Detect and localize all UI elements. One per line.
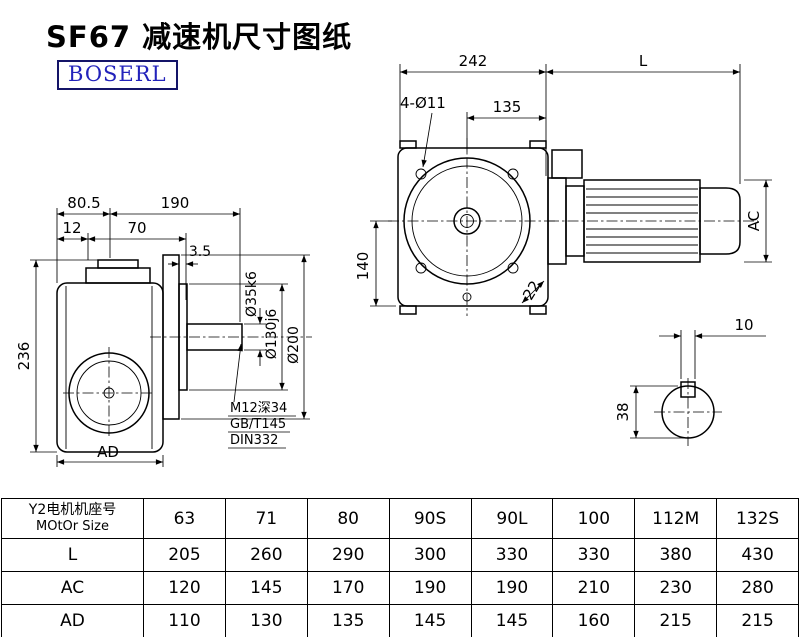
value-cell: 205 xyxy=(143,538,226,572)
value-cell: 145 xyxy=(470,604,554,637)
logo-text: BOSERL xyxy=(68,62,167,86)
bolt-hole xyxy=(507,168,519,180)
front-view-dimensions: 242 L 135 4-Ø11 140 22 AC xyxy=(354,52,772,307)
side-view-geometry xyxy=(56,254,312,453)
note-thread-label: M12深34 xyxy=(230,401,287,416)
dim-22-label: 22 xyxy=(519,277,544,303)
motor-size-en: MOtOr Size xyxy=(36,519,109,535)
front-view-geometry xyxy=(388,138,758,316)
dim-4xO11-label: 4-Ø11 xyxy=(400,94,446,112)
value-cell: 260 xyxy=(224,538,308,572)
motor-size-cn: Y2电机机座号 xyxy=(28,502,117,519)
value-cell: 170 xyxy=(306,571,390,605)
bolt-hole xyxy=(415,168,427,180)
row-label-AD: AD xyxy=(1,604,144,637)
value-cell: 380 xyxy=(634,538,718,572)
value-cell: 135 xyxy=(306,604,390,637)
dim-242-label: 242 xyxy=(459,52,488,70)
dim-AD-label: AD xyxy=(97,443,119,461)
side-view-dimensions: 80.5 190 12 70 3.5 236 AD xyxy=(15,194,310,467)
dia-shaft-label: Ø35k6 xyxy=(244,271,260,317)
value-cell: 230 xyxy=(634,571,718,605)
value-cell: 120 xyxy=(143,571,226,605)
value-cell: 145 xyxy=(224,571,308,605)
motor-size-header-cell: Y2电机机座号 MOtOr Size xyxy=(1,498,144,539)
frame-size-132S: 132S xyxy=(716,498,799,539)
row-label-L: L xyxy=(1,538,144,572)
value-cell: 145 xyxy=(388,604,472,637)
shaft-section-view: 10 38 xyxy=(614,316,766,446)
value-cell: 280 xyxy=(716,571,799,605)
dim-38-label: 38 xyxy=(614,402,632,421)
note-gb-label: GB/T145 xyxy=(230,417,286,432)
value-cell: 300 xyxy=(388,538,472,572)
value-cell: 330 xyxy=(470,538,554,572)
dim-3p5-label: 3.5 xyxy=(189,244,211,260)
dimension-table: Y2电机机座号 MOtOr Size 63 71 80 90S 90L 100 … xyxy=(1,498,799,637)
dia-flange-label: Ø200 xyxy=(286,326,302,364)
frame-size-90L: 90L xyxy=(470,498,554,539)
dim-80p5-label: 80.5 xyxy=(67,194,100,212)
dim-236-label: 236 xyxy=(15,342,33,371)
technical-drawing: 242 L 135 4-Ø11 140 22 AC xyxy=(15,52,772,467)
dim-L-label: L xyxy=(639,52,648,70)
table-row-AD: AD 110 130 135 145 145 160 215 215 xyxy=(1,604,799,637)
value-cell: 190 xyxy=(388,571,472,605)
table-row-AC: AC 120 145 170 190 190 210 230 280 xyxy=(1,571,799,605)
frame-size-71: 71 xyxy=(224,498,308,539)
row-label-AC: AC xyxy=(1,571,144,605)
dim-190-label: 190 xyxy=(161,194,190,212)
dim-70-label: 70 xyxy=(127,219,146,237)
frame-size-112M: 112M xyxy=(634,498,718,539)
dim-AC-label: AC xyxy=(745,211,763,231)
frame-size-80: 80 xyxy=(306,498,390,539)
value-cell: 190 xyxy=(470,571,554,605)
dim-10-label: 10 xyxy=(734,316,753,334)
dim-135-label: 135 xyxy=(493,98,522,116)
value-cell: 215 xyxy=(716,604,799,637)
frame-size-63: 63 xyxy=(143,498,226,539)
value-cell: 210 xyxy=(552,571,636,605)
value-cell: 130 xyxy=(224,604,308,637)
dia-spigot-label: Ø130j6 xyxy=(264,309,280,360)
value-cell: 160 xyxy=(552,604,636,637)
page-title: SF67 减速机尺寸图纸 xyxy=(46,20,353,54)
bolt-hole xyxy=(415,262,427,274)
boserl-logo: BOSERL xyxy=(57,60,178,90)
dim-12-label: 12 xyxy=(62,219,81,237)
frame-size-90S: 90S xyxy=(388,498,472,539)
value-cell: 110 xyxy=(143,604,226,637)
value-cell: 330 xyxy=(552,538,636,572)
dim-140-label: 140 xyxy=(354,252,372,281)
note-din-label: DIN332 xyxy=(230,433,278,448)
value-cell: 215 xyxy=(634,604,718,637)
value-cell: 290 xyxy=(306,538,390,572)
frame-size-100: 100 xyxy=(552,498,636,539)
motor-geometry xyxy=(547,149,758,265)
table-row-L: L 205 260 290 300 330 330 380 430 xyxy=(1,538,799,572)
table-header-row: Y2电机机座号 MOtOr Size 63 71 80 90S 90L 100 … xyxy=(1,498,799,539)
bolt-hole xyxy=(507,262,519,274)
value-cell: 430 xyxy=(716,538,799,572)
